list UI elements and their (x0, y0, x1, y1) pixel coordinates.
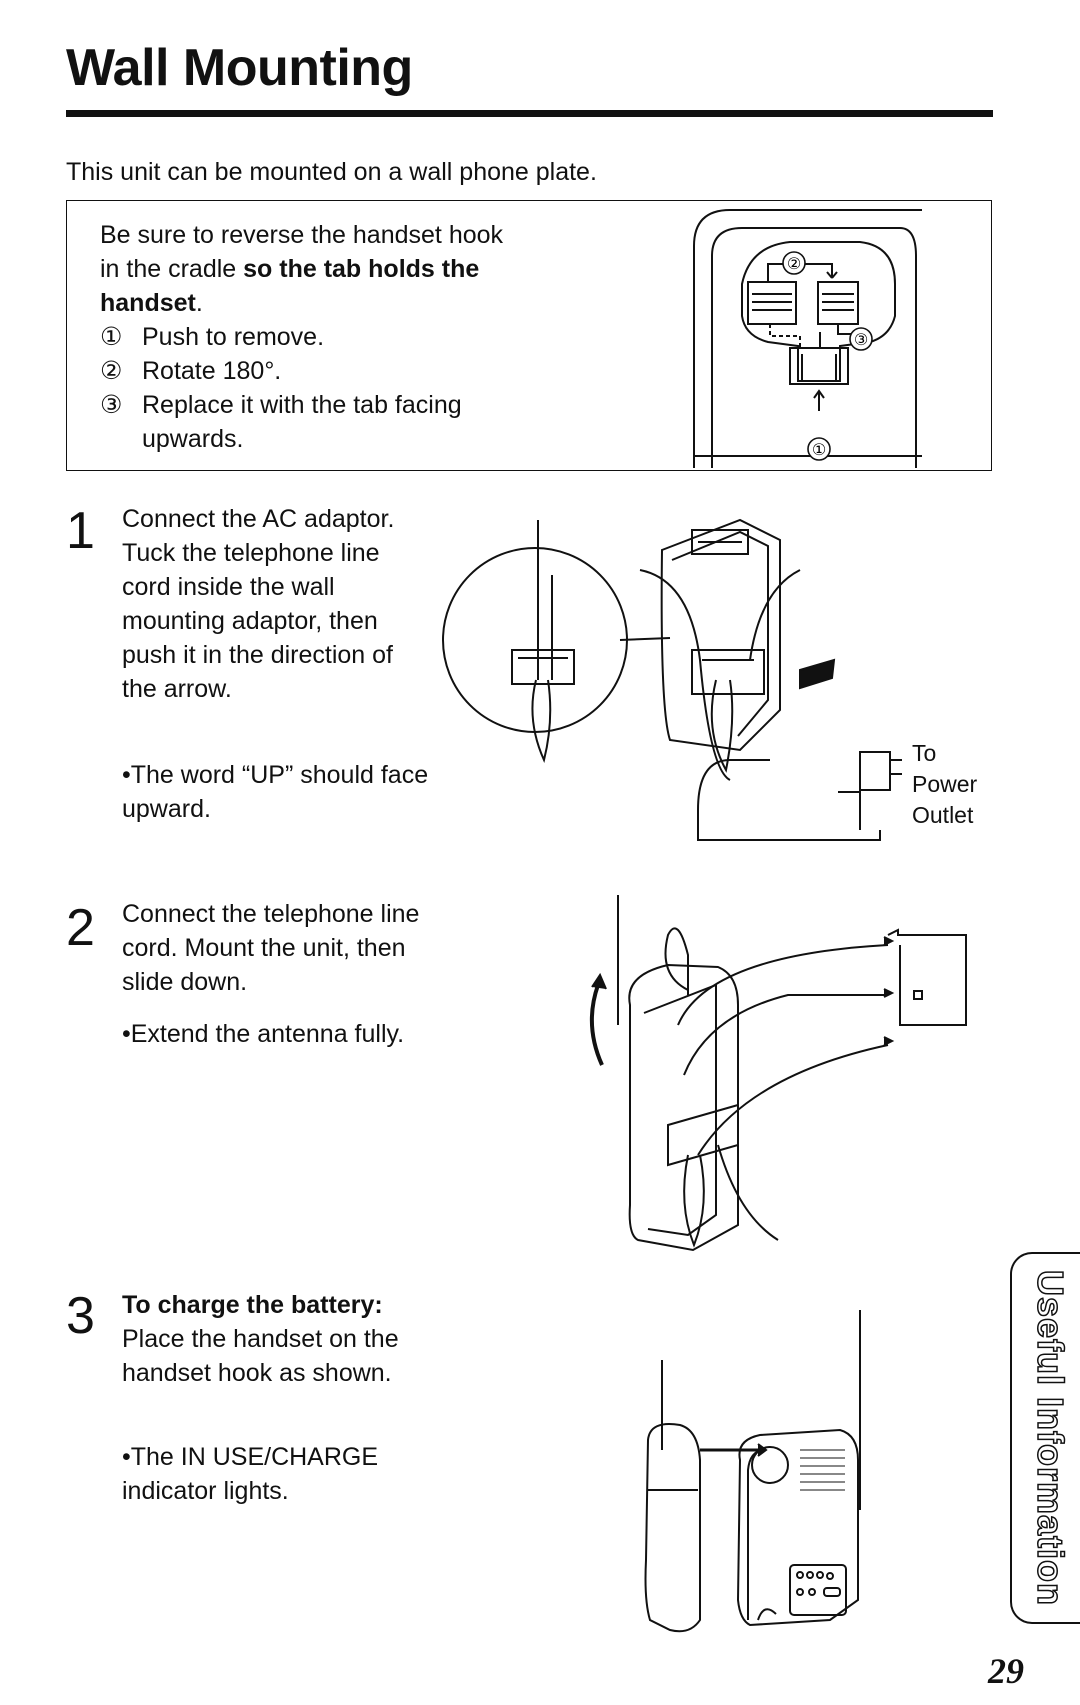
note-item-number: ② (100, 357, 123, 385)
section-tab[interactable] (1010, 1252, 1080, 1624)
handset-hook-diagram: ② ③ ① (693, 209, 922, 468)
intro-text: This unit can be mounted on a wall phone… (66, 158, 597, 186)
note-text: Be sure to reverse the handset hook in t… (100, 218, 580, 456)
note-item-text: Replace it with the tab facing upwards. (142, 391, 462, 453)
note-box (66, 200, 992, 471)
note-line-2-plain: in the cradle (100, 255, 244, 283)
section-tab-label: Useful Information (1029, 1269, 1072, 1607)
step-3-bullet: •The IN USE/CHARGE indicator lights. (122, 1443, 379, 1505)
diagram-label-1: ① (812, 442, 826, 459)
step-1-text: Connect the AC adaptor. Tuck the telepho… (122, 505, 395, 703)
step-1-illustration (442, 518, 902, 841)
step-1-bullet: •The word “UP” should face upward. (122, 761, 429, 823)
note-item-1: ① Push to remove. (100, 320, 580, 354)
step-3-text: Place the handset on the handset hook as… (122, 1325, 399, 1387)
note-line-1: Be sure to reverse the handset hook (100, 221, 504, 249)
note-item-2: ② Rotate 180°. (100, 354, 580, 388)
step-2-text: Connect the telephone line cord. Mount t… (122, 900, 420, 996)
note-item-number: ① (100, 323, 123, 351)
callout-line-2: Power (912, 771, 978, 797)
title-rule (66, 110, 993, 117)
note-line-3-period: . (195, 289, 203, 317)
page-number: 29 (988, 1651, 1024, 1691)
note-line-3: handset. (100, 286, 580, 320)
step-2-number: 2 (66, 899, 95, 957)
step-3-heading: To charge the battery: (122, 1291, 383, 1319)
note-item-text: Rotate 180°. (142, 357, 282, 385)
diagram-label-3: ③ (854, 332, 868, 349)
note-line-3-bold: handset (100, 289, 196, 317)
step-1-number: 1 (66, 502, 95, 560)
page-title: Wall Mounting (66, 39, 413, 97)
note-line-2-bold: so the tab holds the (243, 255, 480, 283)
step-3-illustration (644, 1310, 861, 1633)
step-2-illustration (589, 895, 967, 1252)
callout-line-1: To (912, 740, 937, 766)
step-3-number: 3 (66, 1287, 95, 1345)
note-line-2: in the cradle so the tab holds the (100, 252, 580, 286)
note-item-text: Push to remove. (142, 323, 325, 351)
power-outlet-callout: To Power Outlet (912, 738, 977, 831)
diagram-label-2: ② (787, 256, 801, 273)
callout-line-3: Outlet (912, 802, 974, 828)
step-2-bullet: •Extend the antenna fully. (122, 1020, 405, 1048)
note-item-number: ③ (100, 391, 123, 419)
note-item-3: ③ Replace it with the tab facing upwards. (100, 388, 580, 456)
